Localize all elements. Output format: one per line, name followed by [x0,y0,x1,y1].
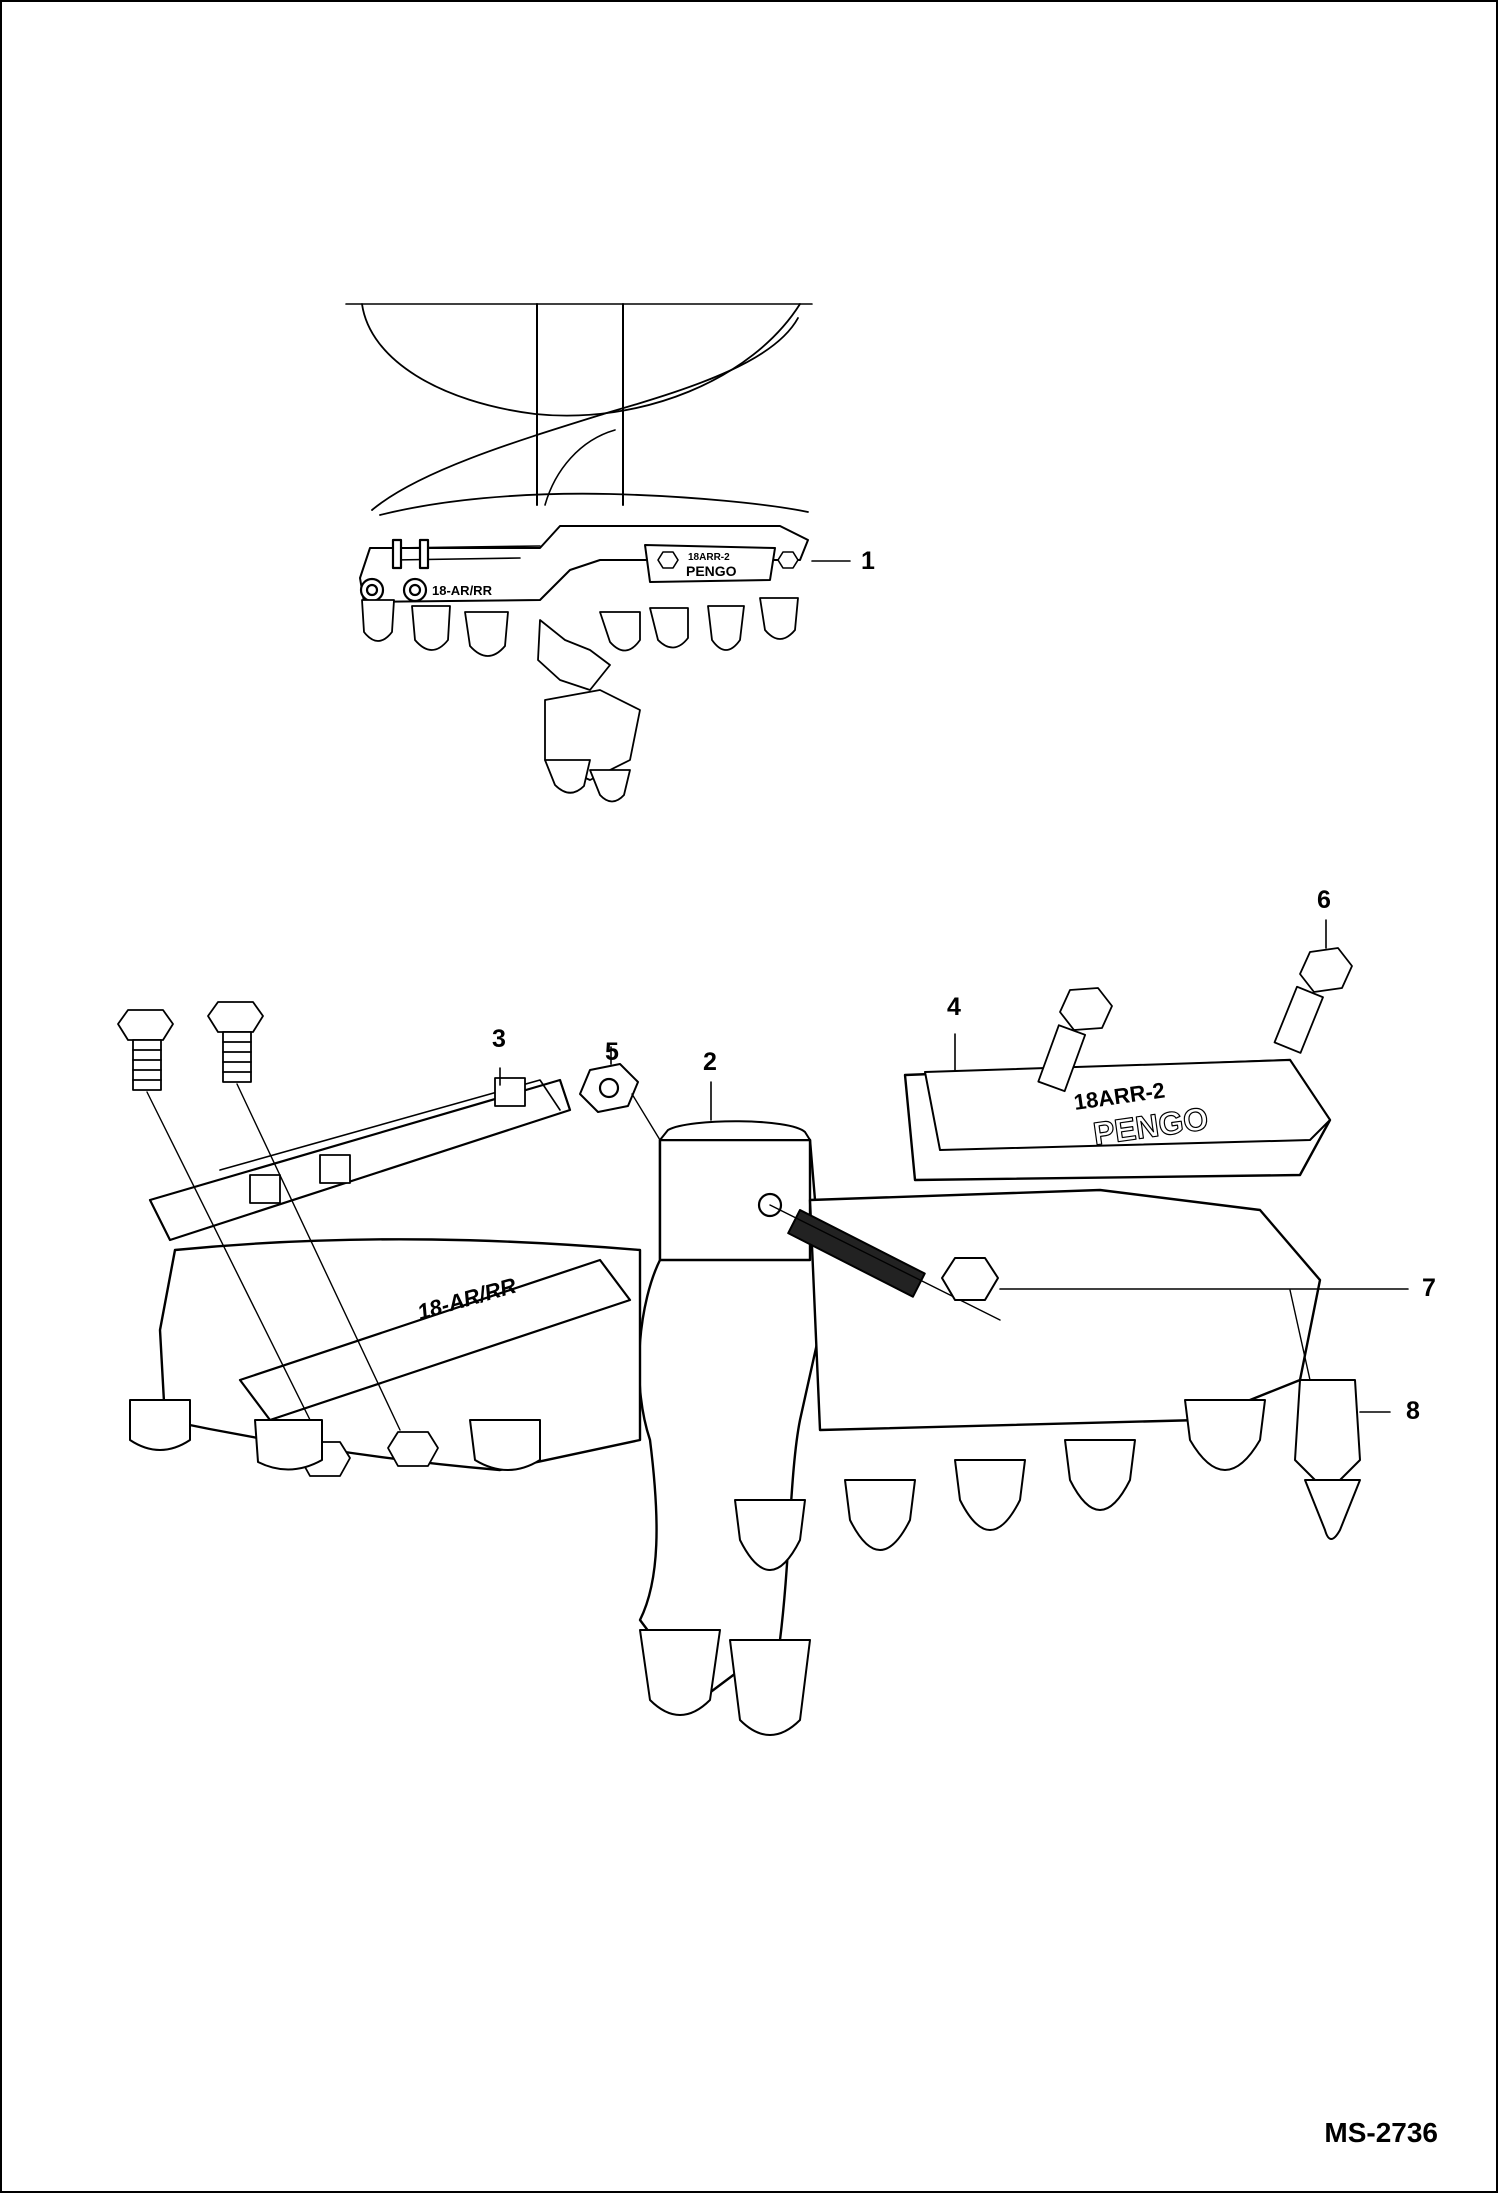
blade-bolts [1037,947,1353,1093]
long-bolt [769,1204,1001,1321]
front-plate [238,1258,632,1422]
head-assembly-exploded: 18-AR/RR [117,947,1361,1736]
lower-pilot-teeth [639,1629,811,1736]
head-right-arm [808,1188,1322,1432]
callout-leaders [499,560,1409,1413]
auger-assembly-view: 18ARR-2 PENGO 18-AR/RR [345,303,813,803]
removable-tooth [1289,1289,1361,1540]
upper-blade-tag: 18ARR-2 [688,552,730,563]
auger-shaft [536,303,624,506]
callout-7: 7 [1422,1274,1436,1302]
callout-2: 2 [703,1048,717,1076]
upper-teeth [361,597,799,657]
upper-plate-tag: 18-AR/RR [432,583,493,598]
callout-8: 8 [1406,1397,1420,1425]
callout-1: 1 [861,547,875,575]
callout-6: 6 [1317,886,1331,914]
callout-3: 3 [492,1025,506,1053]
upper-pilot-teeth [537,619,641,803]
hub-top [658,1138,812,1262]
plate-bolts [117,1001,264,1091]
figure-id: MS-2736 [1324,2117,1438,2148]
auger-flighting [361,303,801,417]
upper-blade-brand: PENGO [686,563,737,579]
callout-4: 4 [947,993,961,1021]
lower-teeth [129,1399,1266,1571]
callout-5: 5 [605,1038,619,1066]
upper-blade [644,544,776,583]
